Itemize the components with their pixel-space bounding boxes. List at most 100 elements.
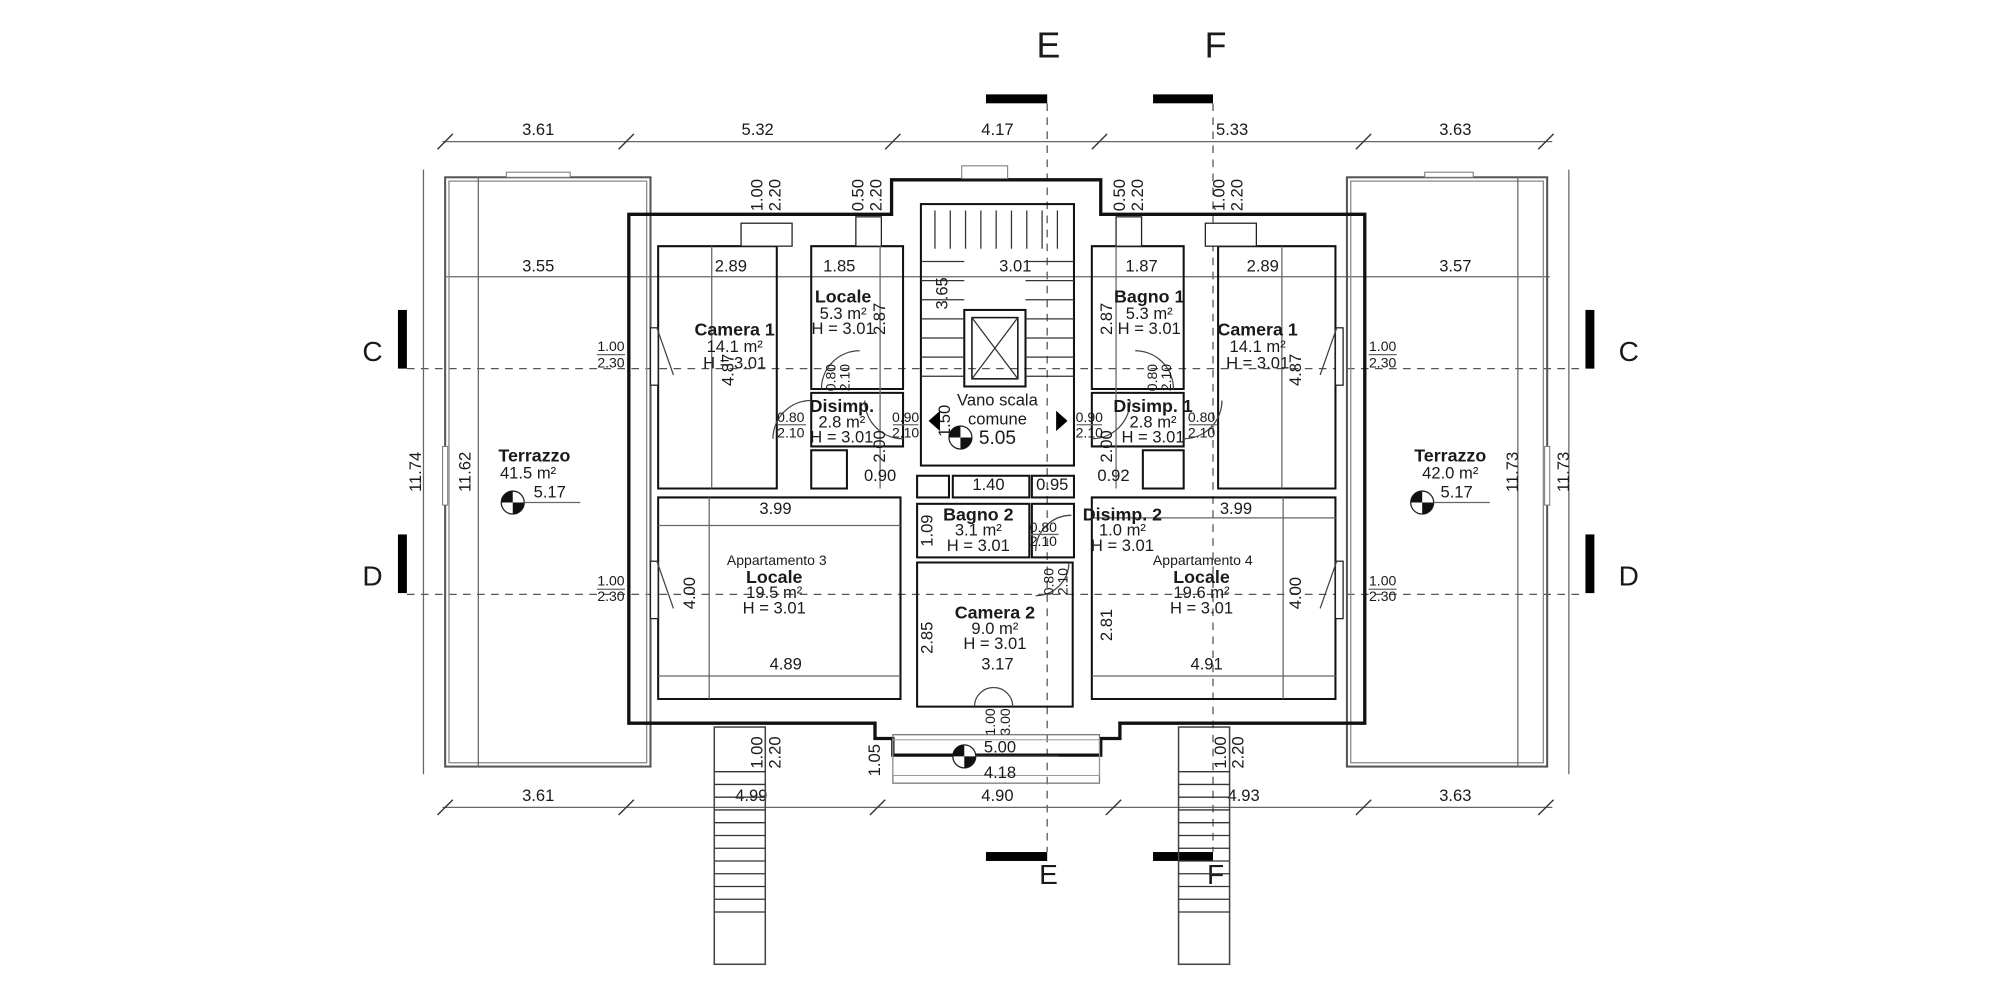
svg-text:1.05: 1.05 — [865, 744, 884, 776]
svg-text:2.30: 2.30 — [1369, 588, 1396, 604]
svg-text:0.80: 0.80 — [1041, 568, 1057, 595]
svg-text:2.00: 2.00 — [1097, 430, 1116, 462]
svg-text:3.99: 3.99 — [759, 499, 791, 518]
svg-text:Camera 1: Camera 1 — [695, 319, 775, 339]
svg-text:2.89: 2.89 — [715, 257, 747, 276]
arrow-left-icon — [928, 410, 941, 432]
svg-text:Disimp. 2: Disimp. 2 — [1083, 504, 1162, 524]
svg-text:3.55: 3.55 — [522, 257, 554, 276]
svg-text:D: D — [1619, 560, 1639, 591]
room-locale-small: Locale 5.3 m² H = 3.01 2.87 — [812, 286, 890, 338]
section-marker-c-right: C — [1585, 309, 1639, 369]
svg-text:H = 3.01: H = 3.01 — [703, 354, 766, 373]
svg-text:Camera 1: Camera 1 — [1217, 319, 1297, 339]
level-marker-icon — [1410, 490, 1435, 515]
svg-text:4.00: 4.00 — [1286, 577, 1305, 609]
svg-text:Bagno 2: Bagno 2 — [943, 504, 1013, 524]
svg-text:H = 3.01: H = 3.01 — [1121, 428, 1184, 447]
svg-text:2.00: 2.00 — [870, 430, 889, 462]
svg-text:3.00: 3.00 — [997, 708, 1013, 735]
svg-text:Appartamento 3: Appartamento 3 — [727, 552, 827, 568]
svg-text:2.81: 2.81 — [1097, 609, 1116, 641]
svg-text:2.87: 2.87 — [1097, 303, 1116, 335]
window-labels-side: 1.00 2.30 1.00 2.30 1.00 2.30 1.00 2.30 — [596, 338, 1397, 604]
svg-text:Camera 2: Camera 2 — [955, 603, 1035, 623]
svg-text:5.3 m²: 5.3 m² — [1126, 304, 1173, 323]
svg-text:2.20: 2.20 — [1229, 736, 1248, 768]
svg-text:41.5 m²: 41.5 m² — [500, 463, 557, 482]
svg-text:2.10: 2.10 — [1188, 424, 1215, 440]
svg-text:4.93: 4.93 — [1227, 786, 1259, 805]
svg-text:2.10: 2.10 — [1030, 533, 1057, 549]
svg-text:0.80: 0.80 — [1030, 519, 1057, 535]
svg-text:1.85: 1.85 — [823, 257, 855, 276]
svg-text:14.1 m²: 14.1 m² — [1230, 337, 1287, 356]
svg-text:4.91: 4.91 — [1190, 655, 1222, 674]
svg-text:2.89: 2.89 — [1247, 257, 1279, 276]
terrace-left: 11.74 11.62 Terrazzo 41.5 m² 5.17 — [406, 169, 652, 775]
room-app4-locale: 3.99 Appartamento 4 Locale 19.6 m² H = 3… — [1097, 499, 1305, 674]
level-marker-icon — [948, 425, 973, 450]
svg-text:2.10: 2.10 — [1055, 568, 1071, 595]
terrace-right: 11.73 11.73 Terrazzo 42.0 m² 5.17 — [1345, 169, 1573, 775]
svg-text:H = 3.01: H = 3.01 — [1091, 536, 1154, 555]
external-stair-left: 1.00 2.20 — [713, 726, 785, 966]
svg-text:9.0 m²: 9.0 m² — [971, 619, 1018, 638]
svg-text:D: D — [362, 560, 382, 591]
external-stair-right: 1.00 2.20 — [1177, 726, 1248, 966]
svg-text:2.10: 2.10 — [836, 364, 852, 391]
svg-text:comune: comune — [968, 410, 1027, 429]
window-labels-top: 1.00 2.20 0.50 2.20 0.50 2.20 1.00 2.20 — [748, 179, 1247, 211]
svg-text:F: F — [1207, 859, 1224, 890]
central-rooms — [916, 474, 1075, 708]
svg-text:Locale: Locale — [815, 286, 872, 306]
svg-text:H = 3.01: H = 3.01 — [1170, 599, 1233, 618]
room-disimp-left: Disimp. 2.8 m² H = 3.01 2.00 0.90 — [810, 396, 897, 485]
svg-text:2.87: 2.87 — [870, 303, 889, 335]
svg-text:2.8 m²: 2.8 m² — [818, 412, 865, 431]
svg-text:H = 3.01: H = 3.01 — [743, 599, 806, 618]
apartment-3 — [649, 216, 905, 700]
svg-text:2.10: 2.10 — [1158, 364, 1174, 391]
svg-text:1.00: 1.00 — [597, 338, 624, 354]
svg-text:19.6 m²: 19.6 m² — [1173, 583, 1230, 602]
bottom-dimension-chain: 3.61 4.99 4.90 4.93 3.63 — [437, 786, 1555, 816]
svg-text:2.20: 2.20 — [866, 179, 885, 211]
svg-text:11.73: 11.73 — [1503, 452, 1522, 492]
svg-text:2.30: 2.30 — [597, 354, 624, 370]
svg-text:H = 3.01: H = 3.01 — [963, 634, 1026, 653]
room-bagno1: Bagno 1 5.3 m² H = 3.01 2.87 — [1097, 286, 1184, 338]
room-disimp2: Disimp. 2 1.0 m² H = 3.01 — [1083, 504, 1162, 555]
section-marker-c-left: C — [362, 309, 407, 369]
svg-text:5.17: 5.17 — [534, 482, 566, 501]
svg-text:2.20: 2.20 — [766, 179, 785, 211]
svg-text:1.00: 1.00 — [982, 708, 998, 735]
svg-text:1.40: 1.40 — [972, 475, 1004, 494]
entrance-landing: 5.00 4.18 1.05 1.00 3.00 — [865, 708, 1101, 784]
svg-text:3.01: 3.01 — [999, 257, 1031, 276]
svg-text:2.20: 2.20 — [1128, 179, 1147, 211]
svg-text:3.1 m²: 3.1 m² — [955, 521, 1002, 540]
svg-text:1.09: 1.09 — [917, 514, 936, 546]
section-marker-d-right: D — [1585, 534, 1639, 594]
svg-text:11.73: 11.73 — [1554, 452, 1573, 492]
svg-text:2.8 m²: 2.8 m² — [1130, 412, 1177, 431]
room-disimp1: Disimp. 1 2.8 m² H = 3.01 2.00 0.92 — [1097, 396, 1193, 485]
svg-text:C: C — [362, 336, 382, 367]
svg-text:2.10: 2.10 — [892, 424, 919, 440]
svg-text:H = 3.01: H = 3.01 — [1118, 319, 1181, 338]
svg-text:H = 3.01: H = 3.01 — [947, 536, 1010, 555]
svg-text:5.3 m²: 5.3 m² — [820, 304, 867, 323]
svg-text:2.30: 2.30 — [597, 588, 624, 604]
svg-text:4.87: 4.87 — [718, 354, 737, 386]
svg-text:Locale: Locale — [746, 567, 803, 587]
svg-text:42.0 m²: 42.0 m² — [1422, 463, 1479, 482]
section-marker-d-left: D — [362, 534, 407, 594]
section-marker-e-bottom: E — [985, 852, 1058, 890]
svg-text:0.90: 0.90 — [1076, 409, 1103, 425]
svg-text:5.00: 5.00 — [984, 738, 1016, 757]
room-camera1-right: Camera 1 14.1 m² H = 3.01 4.87 — [1217, 319, 1305, 386]
svg-text:H = 3.01: H = 3.01 — [812, 319, 875, 338]
svg-text:5.05: 5.05 — [979, 428, 1016, 449]
svg-text:5.33: 5.33 — [1216, 120, 1248, 139]
